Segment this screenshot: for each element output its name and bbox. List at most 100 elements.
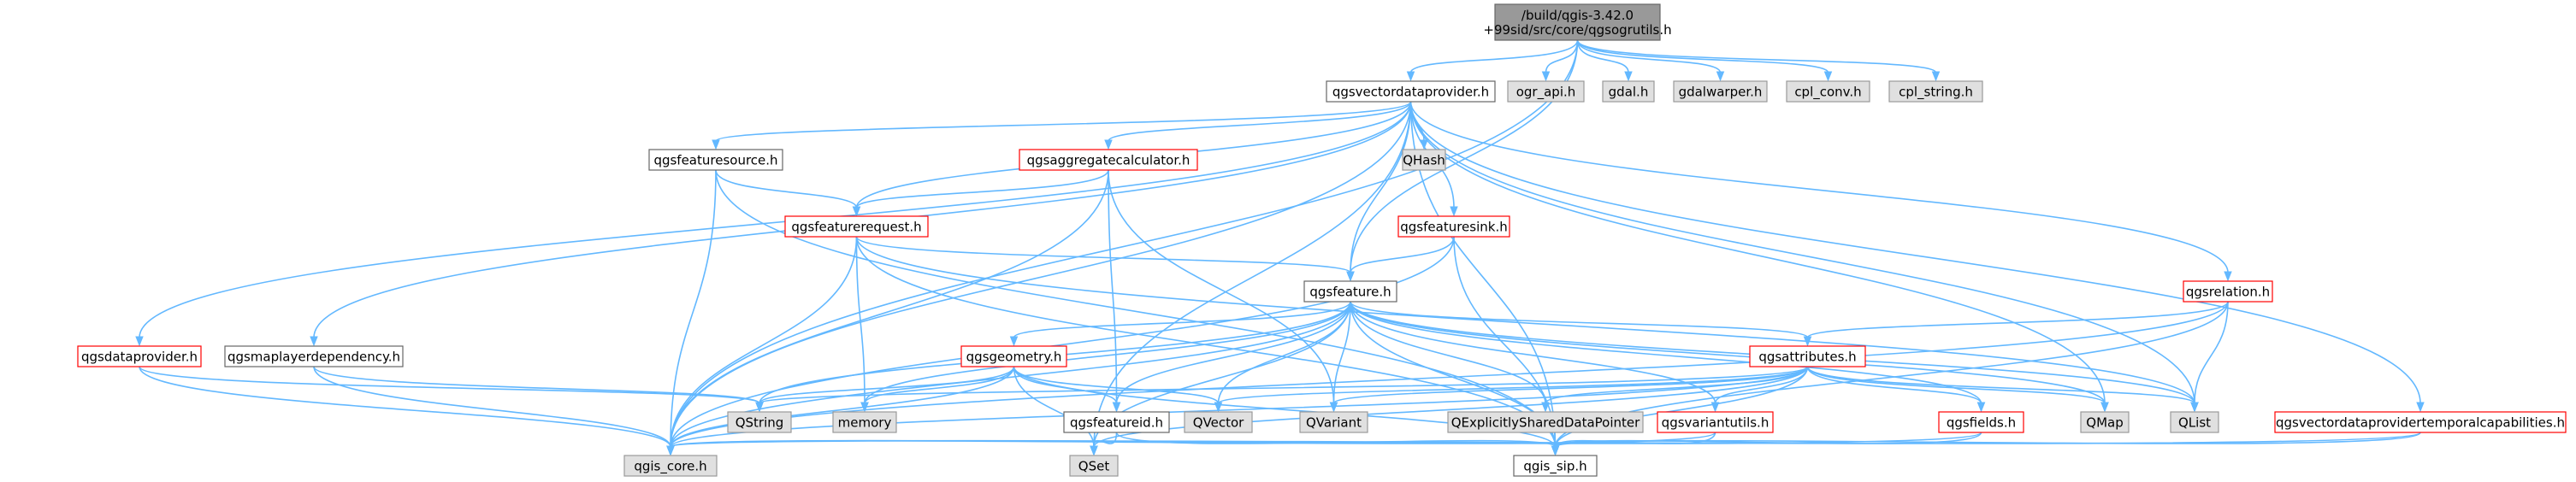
- node-box: [2183, 280, 2273, 303]
- node-qgsattributes[interactable]: qgsattributes.h: [1749, 345, 1866, 367]
- node-label: QVector: [1193, 415, 1244, 431]
- node-label: cpl_string.h: [1899, 85, 1973, 101]
- node-qgsfields[interactable]: qgsfields.h: [1938, 411, 2024, 433]
- node-label: qgsfeaturesink.h: [1400, 220, 1507, 235]
- edge-line: [1350, 101, 1412, 273]
- node-cpl_conv: cpl_conv.h: [1786, 80, 1870, 103]
- node-qgsfeature[interactable]: qgsfeature.h: [1303, 280, 1397, 303]
- edge-root-to-cpl_conv: [1576, 39, 1833, 82]
- node-box: [2170, 411, 2219, 433]
- node-label: QString: [736, 415, 784, 431]
- node-root[interactable]: /build/qgis-3.42.0+99sid/src/core/qgsogr…: [1483, 3, 1672, 41]
- node-box: [1303, 280, 1397, 303]
- edge-arrowhead: [1009, 336, 1019, 347]
- edge-qgsvectordataprovider-to-qgsdataprovider: [135, 101, 1412, 347]
- edge-qgsmaplayerdependency-to-qstring: [313, 366, 764, 413]
- node-box: [1507, 80, 1585, 103]
- edge-root-to-qgsvectordataprovider: [1406, 39, 1579, 82]
- node-box: [2274, 411, 2567, 433]
- node-label: qgsgeometry.h: [966, 350, 1062, 365]
- edge-qgsrelation-to-qlist: [2190, 301, 2229, 413]
- node-qgsgeometry[interactable]: qgsgeometry.h: [960, 345, 1067, 367]
- edge-line: [1013, 301, 1351, 338]
- edge-qgsvectordataprovidertemporal-to-qgis_core: [666, 432, 2421, 456]
- node-box: [1402, 149, 1446, 171]
- node-label: qgis_core.h: [634, 459, 706, 475]
- node-qgsaggregatecalculator[interactable]: qgsaggregatecalculator.h: [1019, 149, 1198, 171]
- edge-line: [670, 236, 1455, 448]
- node-label: QList: [2178, 415, 2211, 431]
- edge-line: [670, 366, 1015, 448]
- edge-qgsfeature-to-qgsgeometry: [1009, 301, 1351, 347]
- node-label: QExplicitlySharedDataPointer: [1451, 415, 1640, 431]
- edge-arrowhead: [1551, 445, 1560, 456]
- edge-line: [313, 366, 671, 448]
- node-box: [960, 345, 1067, 367]
- edge-arrowhead: [1450, 206, 1458, 217]
- edge-arrowhead: [1803, 336, 1812, 347]
- node-cpl_string: cpl_string.h: [1888, 80, 1983, 103]
- edge-line: [1554, 432, 1716, 448]
- edge-line: [139, 101, 1412, 338]
- node-box: [784, 215, 929, 238]
- edge-qgsrelation-to-qgsattributes: [1803, 301, 2229, 347]
- edge-qgsfeature-to-qgsvariantutils: [1350, 301, 1720, 413]
- node-box: [1513, 455, 1598, 477]
- node-qhash: QHash: [1402, 149, 1446, 171]
- edge-line: [1332, 301, 1351, 404]
- edge-line: [1115, 301, 1351, 404]
- edge-arrowhead: [666, 445, 675, 456]
- edge-arrowhead: [1976, 402, 1986, 413]
- node-label: gdal.h: [1609, 85, 1649, 100]
- node-qgsfeaturesink[interactable]: qgsfeaturesink.h: [1397, 215, 1510, 238]
- edge-qgsfeature-to-qgsattributes: [1350, 301, 1812, 347]
- node-label: QVariant: [1306, 415, 1362, 431]
- edge-line: [715, 101, 1412, 142]
- edge-line: [715, 169, 1557, 448]
- node-qgsfeaturerequest[interactable]: qgsfeaturerequest.h: [784, 215, 929, 238]
- node-box: [1063, 411, 1170, 433]
- node-box: [2080, 411, 2130, 433]
- edge-arrowhead: [135, 336, 144, 347]
- edge-arrowhead: [1104, 139, 1113, 150]
- node-qgsmaplayerdependency[interactable]: qgsmaplayerdependency.h: [224, 345, 404, 367]
- node-qgis_core: qgis_core.h: [623, 455, 718, 477]
- edge-root-to-qgsfeature: [1346, 39, 1579, 282]
- edge-arrowhead: [712, 139, 720, 150]
- edge-line: [670, 169, 1109, 448]
- node-box: [623, 455, 718, 477]
- node-qexplicitly: QExplicitlySharedDataPointer: [1447, 411, 1644, 433]
- edge-line: [1554, 366, 1809, 448]
- edge-root-to-ogr_api: [1541, 39, 1579, 82]
- node-qgsfeatureid[interactable]: qgsfeatureid.h: [1063, 411, 1170, 433]
- edge-arrowhead: [1541, 71, 1551, 82]
- node-box: [648, 149, 783, 171]
- edge-line: [670, 236, 858, 448]
- edge-line: [1806, 366, 1982, 404]
- edge-qgsvectordataprovidertemporal-to-qgis_sip: [1551, 432, 2421, 456]
- node-qgsdataprovider[interactable]: qgsdataprovider.h: [77, 345, 202, 367]
- edge-line: [759, 366, 1809, 404]
- node-qgsrelation[interactable]: qgsrelation.h: [2183, 280, 2273, 303]
- node-box: [1938, 411, 2024, 433]
- node-qgsvectordataprovider[interactable]: qgsvectordataprovider.h: [1326, 80, 1496, 103]
- edge-line: [1409, 101, 2229, 273]
- node-label: ogr_api.h: [1516, 85, 1576, 101]
- node-qgsvariantutils[interactable]: qgsvariantutils.h: [1657, 411, 1774, 433]
- node-qgsfeaturesource[interactable]: qgsfeaturesource.h: [648, 149, 783, 171]
- node-box: [224, 345, 404, 367]
- node-label: QSet: [1078, 459, 1110, 474]
- edge-arrowhead: [1624, 71, 1633, 82]
- node-qgsvectordataprovidertemporal[interactable]: qgsvectordataprovidertemporalcapabilitie…: [2274, 411, 2567, 433]
- node-qmap: QMap: [2080, 411, 2130, 433]
- edge-line: [715, 169, 858, 209]
- node-label: qgsmaplayerdependency.h: [227, 350, 400, 365]
- edge-line: [855, 169, 1109, 209]
- edge-qgsfeaturerequest-to-memory: [855, 236, 869, 413]
- node-qgis_sip[interactable]: qgis_sip.h: [1513, 455, 1598, 477]
- node-box: [77, 345, 202, 367]
- edge-qgsattributes-to-qlist: [1806, 366, 2199, 413]
- edge-line: [670, 39, 1579, 448]
- edge-qgsaggregatecalculator-to-qvariant: [1108, 169, 1338, 413]
